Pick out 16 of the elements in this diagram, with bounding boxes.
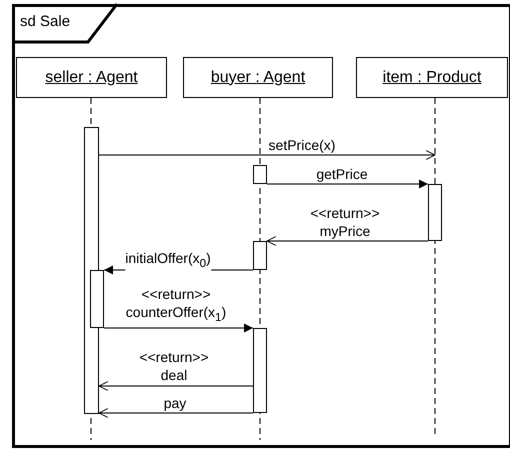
frame: [12, 4, 510, 448]
activation-bar: [253, 165, 267, 184]
activation-bar: [253, 241, 267, 270]
frame-title: sd Sale: [20, 13, 70, 30]
message-arrow: [98, 150, 436, 160]
lifeline-head: item : Product: [356, 57, 508, 98]
message-arrow: [104, 324, 254, 332]
message-arrow: [98, 381, 254, 391]
activation-bar: [253, 328, 267, 413]
lifeline-head: buyer : Agent: [183, 57, 333, 98]
activation-bar: [428, 184, 442, 241]
lifeline-head: seller : Agent: [16, 57, 167, 98]
message-arrow: [266, 236, 428, 246]
message-arrow: [266, 180, 428, 188]
message-arrow: [98, 408, 254, 418]
activation-bar: [90, 270, 104, 328]
